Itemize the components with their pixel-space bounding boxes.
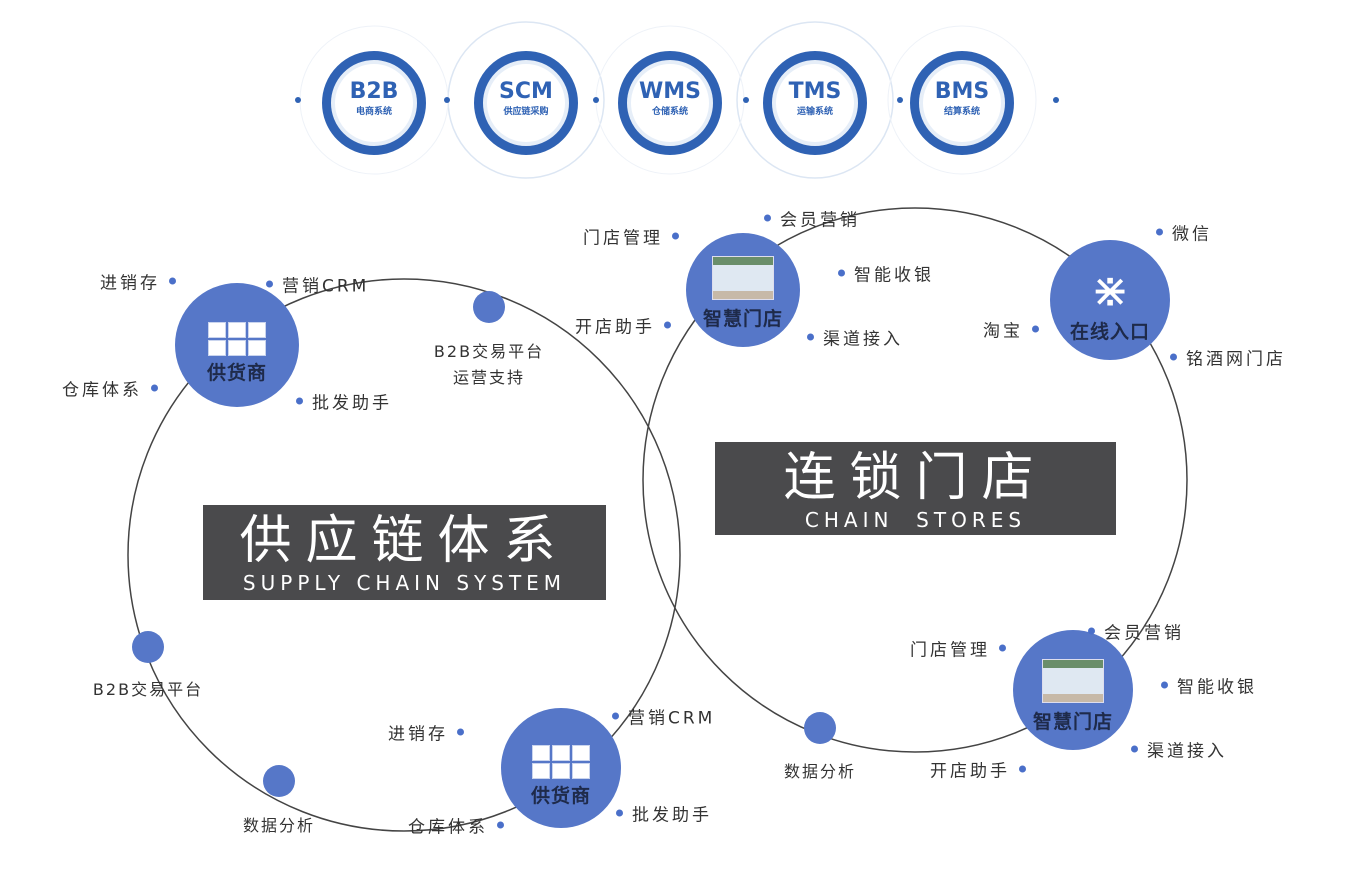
smart-store-node-top: 智慧门店 (686, 233, 800, 347)
chain-stores-title: 连锁门店 CHAIN STORES (715, 442, 1116, 535)
label: 进销存 (100, 269, 176, 294)
connector-dot (743, 97, 749, 103)
label: 批发助手 (296, 389, 392, 414)
label: 开店助手 (930, 757, 1026, 782)
store-shelf-icon (712, 256, 774, 300)
label: 营销CRM (266, 272, 369, 297)
boxes-icon (532, 745, 590, 779)
label: 会员营销 (764, 206, 860, 231)
connector-dot (444, 97, 450, 103)
supplier-node-top: 供货商 (175, 283, 299, 407)
tms-outer-ring (736, 21, 894, 179)
label: 渠道接入 (807, 325, 903, 350)
connector-dot (1053, 97, 1059, 103)
connector-dot (897, 97, 903, 103)
chain-stores-circle (642, 207, 1188, 753)
label: 智能收银 (1161, 673, 1257, 698)
supply-chain-title: 供应链体系 SUPPLY CHAIN SYSTEM (203, 505, 606, 600)
b2b-ops-label: B2B交易平台运营支持 (433, 342, 545, 387)
label: 智能收银 (838, 261, 934, 286)
store-shelf-icon (1042, 659, 1104, 703)
connector-dot (295, 97, 301, 103)
label: 仓库体系 (62, 376, 158, 401)
bms-outer-ring (887, 25, 1037, 175)
smart-store-node-bottom: 智慧门店 (1013, 630, 1133, 750)
network-icon: ⋇ (1090, 263, 1130, 317)
online-entry-node: ⋇ 在线入口 (1050, 240, 1170, 360)
label: 淘宝 (983, 317, 1039, 342)
label: 铭酒网门店 (1170, 345, 1286, 370)
b2b-ops-node (473, 291, 505, 323)
store-data-analysis-label: 数据分析 (783, 762, 857, 781)
label: 微信 (1156, 220, 1212, 245)
data-analysis-label: 数据分析 (242, 816, 316, 835)
supplier-node-bottom: 供货商 (501, 708, 621, 828)
boxes-icon (208, 322, 266, 356)
label: 营销CRM (612, 704, 715, 729)
b2b-platform-label: B2B交易平台 (92, 680, 204, 699)
label: 会员营销 (1088, 619, 1184, 644)
label: 进销存 (388, 720, 464, 745)
label: 门店管理 (583, 224, 679, 249)
connector-dot (593, 97, 599, 103)
label: 开店助手 (575, 313, 671, 338)
label: 门店管理 (910, 636, 1006, 661)
label: 仓库体系 (408, 813, 504, 838)
store-data-analysis-node (804, 712, 836, 744)
data-analysis-node (263, 765, 295, 797)
label: 渠道接入 (1131, 737, 1227, 762)
b2b-platform-node (132, 631, 164, 663)
label: 批发助手 (616, 801, 712, 826)
supply-chain-circle (127, 278, 681, 832)
